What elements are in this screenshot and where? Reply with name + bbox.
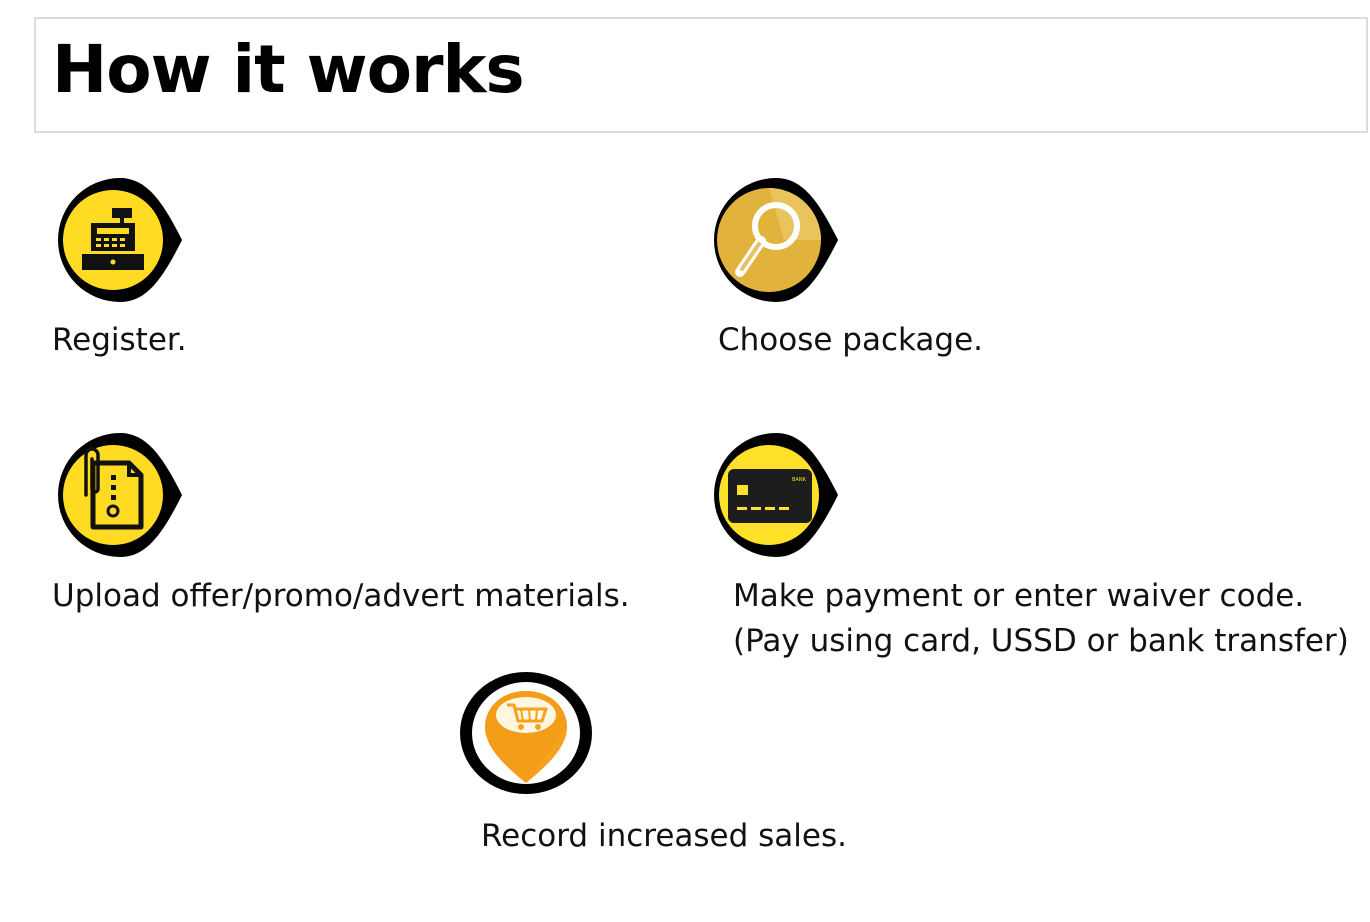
step-label: Register. <box>52 322 187 358</box>
step-label: Record increased sales. <box>481 818 847 854</box>
title-box: How it works <box>34 17 1368 133</box>
page-title: How it works <box>52 31 525 108</box>
bank-card-icon: BANK <box>714 433 838 557</box>
document-attachment-icon <box>58 433 182 557</box>
step-choose-package: Choose package. <box>718 318 983 363</box>
step-label: Make payment or enter waiver code. <box>733 578 1305 614</box>
step-payment: Make payment or enter waiver code. (Pay … <box>733 574 1349 664</box>
step-upload: Upload offer/promo/advert materials. <box>52 574 630 619</box>
cash-register-icon <box>58 178 182 302</box>
magnifier-icon <box>714 178 838 302</box>
shopping-cart-pin-icon <box>459 671 593 795</box>
step-sublabel: (Pay using card, USSD or bank transfer) <box>733 623 1349 659</box>
step-label: Choose package. <box>718 322 984 358</box>
step-label: Upload offer/promo/advert materials. <box>52 578 630 614</box>
step-record-sales: Record increased sales. <box>481 814 847 859</box>
card-bank-label: BANK <box>792 477 807 483</box>
step-register: Register. <box>52 318 187 363</box>
